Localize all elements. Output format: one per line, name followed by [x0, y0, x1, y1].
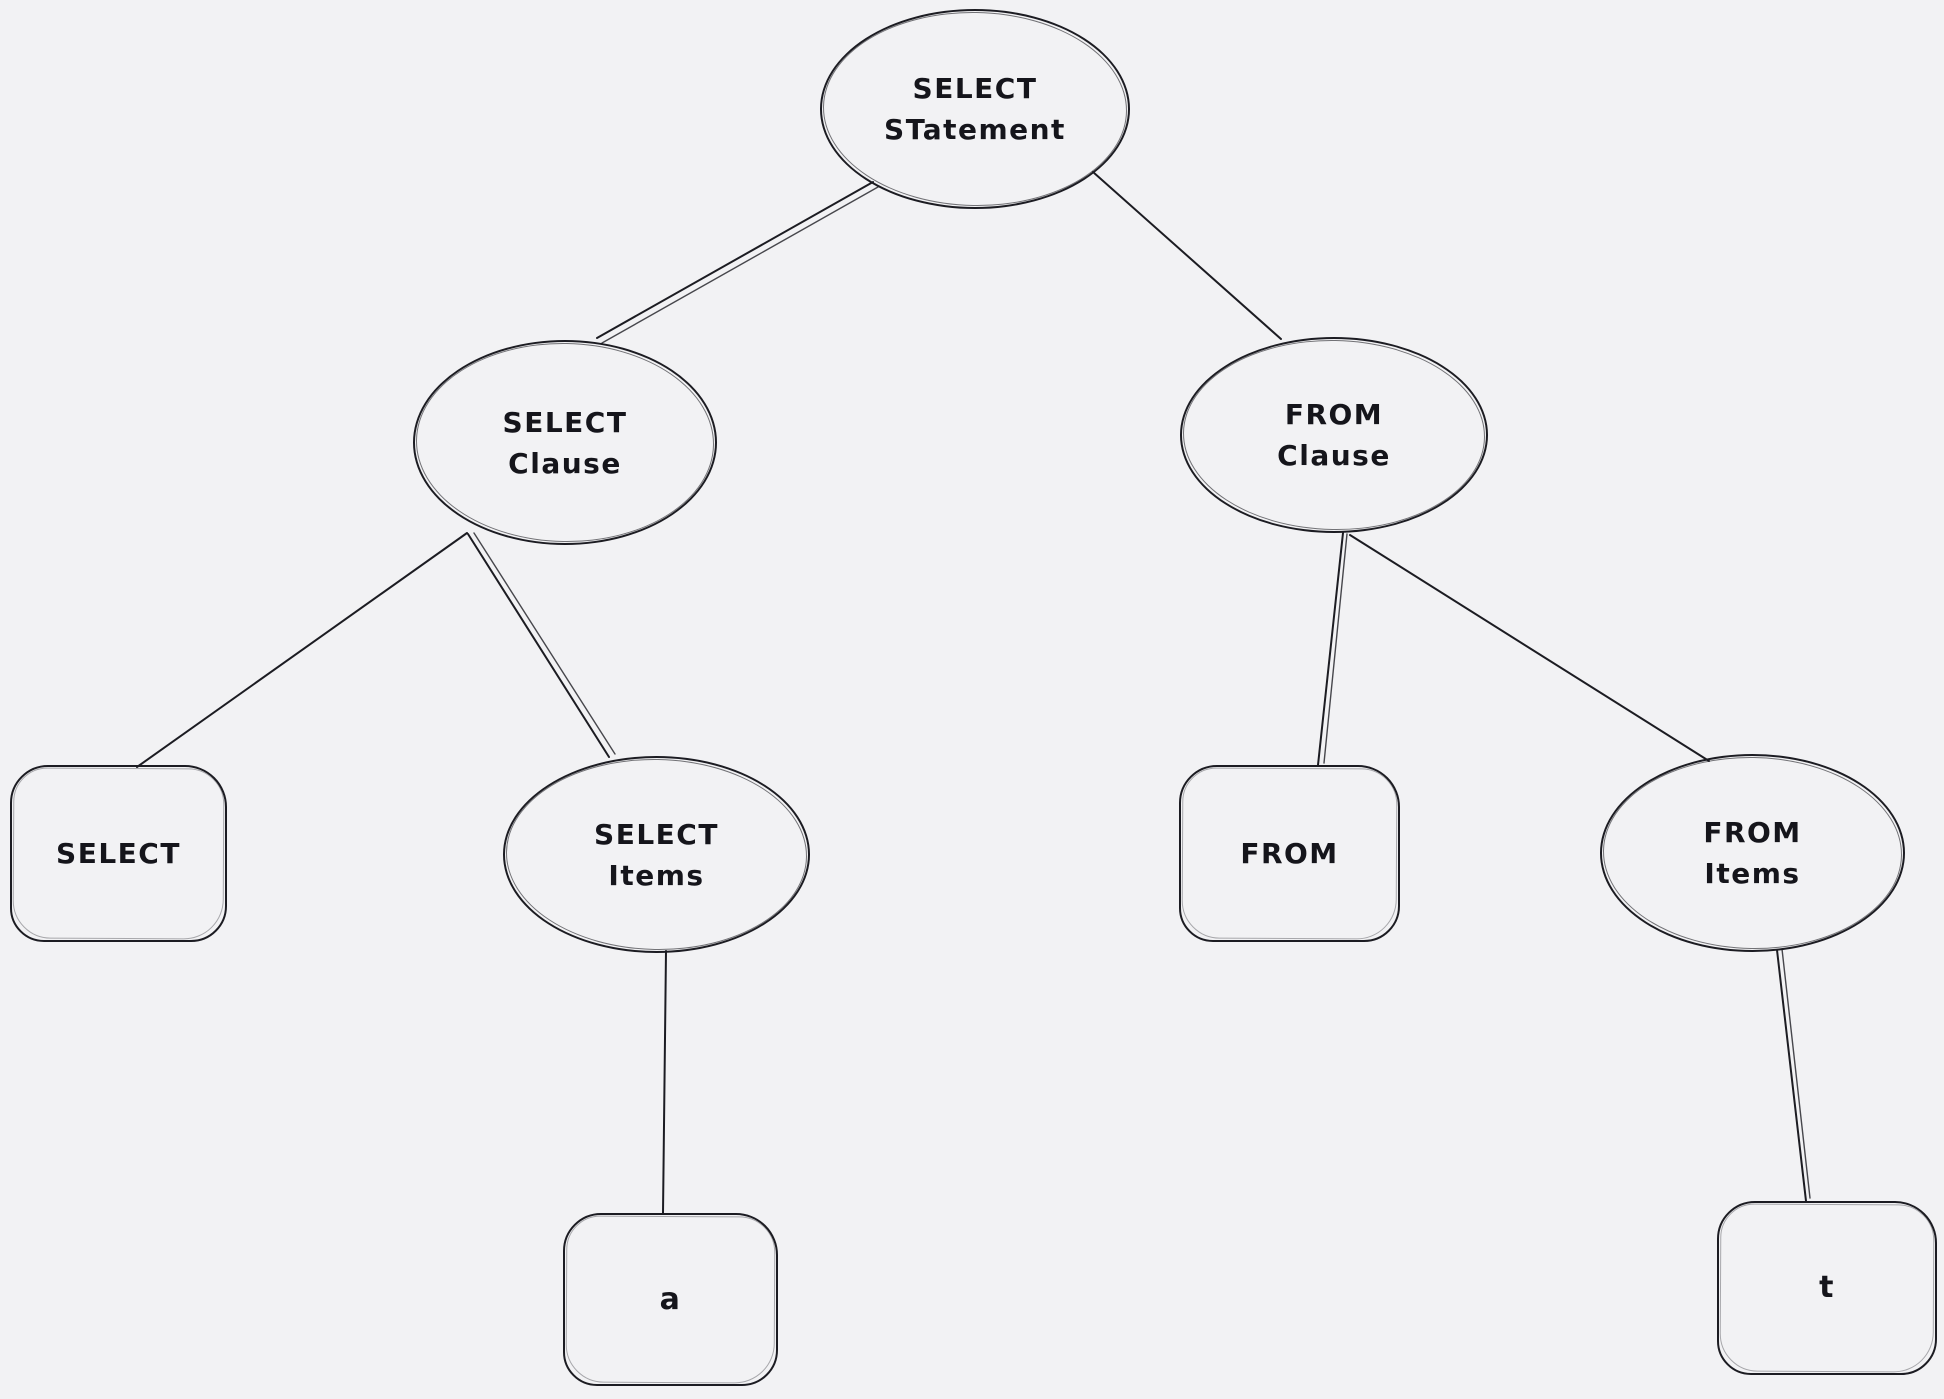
- node-select-item-a-label: a: [659, 1281, 682, 1317]
- edge-from-clause-to-from-items: [1349, 534, 1710, 762]
- node-from-keyword-label: FROM: [1240, 837, 1339, 870]
- edge-select-statement-to-from-clause: [1092, 171, 1282, 340]
- edge-select-items-to-a: [662, 950, 667, 1214]
- node-from-items-label: FROM Items: [1703, 816, 1802, 890]
- node-select-keyword-label: SELECT: [56, 837, 181, 870]
- edge-select-statement-to-select-clause: [596, 181, 874, 339]
- edge-from-clause-to-from-keyword: [1317, 532, 1344, 766]
- edge-select-clause-to-select-items: [467, 533, 610, 758]
- node-select-items[interactable]: SELECT Items: [503, 756, 810, 953]
- node-select-clause[interactable]: SELECT Clause: [413, 340, 717, 545]
- node-select-keyword[interactable]: SELECT: [10, 765, 227, 942]
- edge-select-statement-to-select-clause-sketch: [601, 186, 879, 344]
- node-from-keyword[interactable]: FROM: [1179, 765, 1400, 942]
- node-from-item-t-label: t: [1819, 1270, 1835, 1305]
- node-from-clause[interactable]: FROM Clause: [1180, 337, 1488, 533]
- node-from-clause-label: FROM Clause: [1277, 398, 1391, 472]
- node-select-statement-label: SELECT STatement: [884, 72, 1066, 146]
- edge-select-clause-to-select-keyword: [136, 532, 468, 768]
- node-from-item-t[interactable]: t: [1717, 1201, 1937, 1375]
- node-select-item-a[interactable]: a: [563, 1213, 778, 1386]
- node-select-clause-label: SELECT Clause: [502, 405, 628, 480]
- edge-select-clause-to-select-items-sketch: [473, 532, 616, 755]
- edge-from-items-to-t: [1776, 949, 1807, 1202]
- edge-from-items-to-t-sketch: [1781, 948, 1811, 1199]
- node-from-items[interactable]: FROM Items: [1600, 754, 1905, 952]
- node-select-statement[interactable]: SELECT STatement: [820, 9, 1130, 209]
- edge-from-clause-to-from-keyword-sketch: [1323, 533, 1348, 764]
- node-select-items-label: SELECT Items: [594, 817, 719, 892]
